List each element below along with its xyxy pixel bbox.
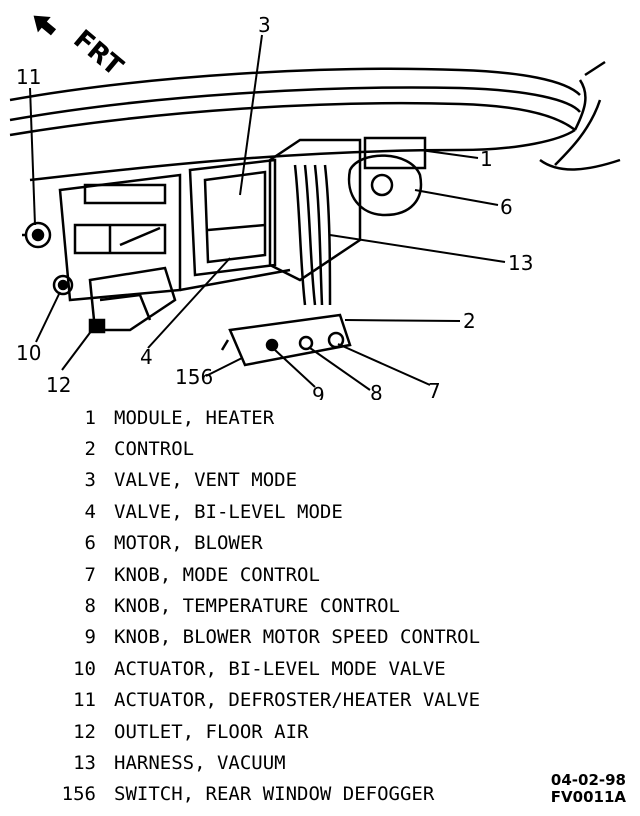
legend-item: 8 KNOB, TEMPERATURE CONTROL — [40, 590, 600, 621]
callout-3: 3 — [258, 13, 271, 37]
legend-description: VALVE, BI-LEVEL MODE — [114, 500, 343, 523]
callout-6: 6 — [500, 195, 513, 219]
legend-number: 1 — [84, 406, 96, 429]
legend-number: 2 — [84, 438, 96, 461]
legend-description: ACTUATOR, DEFROSTER/HEATER VALVE — [114, 689, 481, 712]
legend-item: 12 OUTLET, FLOOR AIR — [40, 716, 600, 747]
callout-1: 1 — [480, 147, 493, 171]
legend-description: KNOB, MODE CONTROL — [114, 563, 320, 586]
legend-number: 12 — [73, 720, 96, 743]
callout-13: 13 — [508, 251, 533, 275]
legend-item: 13 HARNESS, VACUUM — [40, 747, 600, 778]
control-assembly — [220, 313, 352, 367]
stamp-code: FV0011A — [550, 788, 626, 806]
callout-8: 8 — [370, 381, 383, 400]
defroster-actuator — [22, 221, 52, 249]
legend-description: HARNESS, VACUUM — [114, 751, 286, 774]
legend-item: 11 ACTUATOR, DEFROSTER/HEATER VALVE — [40, 685, 600, 716]
floor-air-outlet — [88, 266, 177, 334]
callout-156: 156 — [175, 365, 213, 389]
legend-description: KNOB, TEMPERATURE CONTROL — [114, 595, 400, 618]
legend-number: 11 — [73, 689, 96, 712]
legend-number: 7 — [84, 563, 96, 586]
heater-module — [268, 138, 362, 306]
bi-level-actuator — [52, 274, 74, 296]
mode-valves — [179, 158, 291, 292]
legend-item: 156 SWITCH, REAR WINDOW DEFOGGER — [40, 779, 600, 810]
callout-9: 9 — [312, 383, 325, 400]
legend-description: MODULE, HEATER — [114, 406, 275, 429]
leader-lines — [29, 34, 506, 391]
callout-10: 10 — [16, 341, 41, 365]
legend-description: OUTLET, FLOOR AIR — [114, 720, 309, 743]
legend-item: 4 VALVE, BI-LEVEL MODE — [40, 496, 600, 527]
callout-12: 12 — [46, 373, 71, 397]
legend-number: 156 — [61, 783, 96, 806]
parts-legend: 1 MODULE, HEATER 2 CONTROL 3 VALVE, VENT MODE… — [40, 402, 600, 810]
legend-item: 3 VALVE, VENT MODE — [40, 465, 600, 496]
blower-motor — [347, 136, 427, 217]
legend-number: 3 — [84, 469, 96, 492]
legend-description: KNOB, BLOWER MOTOR SPEED CONTROL — [114, 626, 481, 649]
figure-stamp: 04-02-98 FV0011A — [551, 772, 626, 806]
legend-item: 7 KNOB, MODE CONTROL — [40, 559, 600, 590]
stamp-date: 04-02-98 — [550, 771, 626, 789]
legend-item: 10 ACTUATOR, BI-LEVEL MODE VALVE — [40, 653, 600, 684]
legend-number: 8 — [84, 595, 96, 618]
legend-item: 1 MODULE, HEATER — [40, 402, 600, 433]
legend-item: 9 KNOB, BLOWER MOTOR SPEED CONTROL — [40, 622, 600, 653]
legend-number: 10 — [73, 657, 96, 680]
legend-description: MOTOR, BLOWER — [114, 532, 263, 555]
legend-description: ACTUATOR, BI-LEVEL MODE VALVE — [114, 657, 446, 680]
callout-7: 7 — [428, 379, 441, 400]
forward-label: FRT — [68, 24, 129, 82]
legend-item: 6 MOTOR, BLOWER — [40, 528, 600, 559]
legend-description: SWITCH, REAR WINDOW DEFOGGER — [114, 783, 435, 806]
callout-11: 11 — [16, 65, 41, 89]
forward-arrow — [33, 15, 57, 36]
legend-description: VALVE, VENT MODE — [114, 469, 298, 492]
callout-4: 4 — [140, 345, 153, 369]
legend-description: CONTROL — [114, 438, 195, 461]
left-vent-panel — [58, 173, 182, 302]
legend-number: 4 — [84, 500, 96, 523]
callout-2: 2 — [463, 309, 476, 333]
legend-number: 13 — [73, 751, 96, 774]
vacuum-system-diagram: FRT — [9, 13, 621, 400]
legend-item: 2 CONTROL — [40, 433, 600, 464]
legend-number: 6 — [84, 532, 96, 555]
instrument-panel — [9, 60, 621, 182]
legend-number: 9 — [84, 626, 96, 649]
